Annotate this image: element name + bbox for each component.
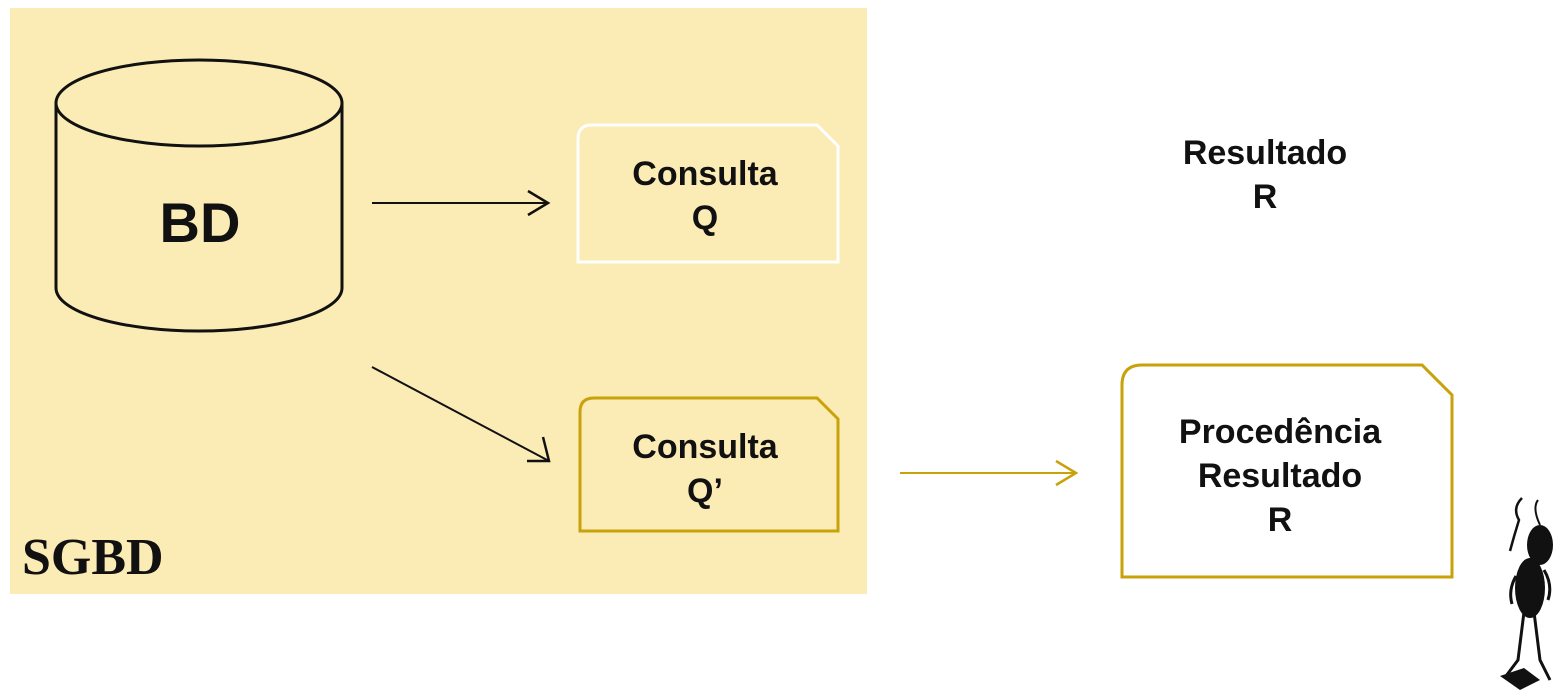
query-label: Consulta Q: [590, 152, 820, 240]
sgbd-label: SGBD: [22, 529, 164, 586]
arrow-bd-to-query: [372, 189, 551, 217]
arrow-bd-to-query-prime: [371, 366, 551, 463]
query-prime-label-line1: Consulta: [632, 428, 778, 466]
arrow-query-prime-to-provenance: [900, 459, 1079, 487]
query-label-line2: Q: [691, 199, 719, 237]
query-box: [576, 123, 840, 264]
query-prime-label-line2: Q’: [687, 472, 723, 510]
result-label: Resultado R: [1145, 131, 1385, 219]
provenance-label: Procedência Resultado R: [1130, 410, 1430, 542]
query-label-line1: Consulta: [632, 155, 778, 193]
query-prime-box: [578, 396, 840, 533]
ant-cartoon-icon: [1500, 497, 1553, 690]
query-prime-label: Consulta Q’: [590, 425, 820, 513]
provenance-box: [1120, 363, 1454, 579]
database-label: BD: [159, 191, 241, 254]
result-label-line1: Resultado: [1182, 134, 1348, 172]
result-label-line2: R: [1252, 178, 1278, 216]
database-cylinder-icon: [54, 58, 344, 333]
provenance-label-line1: Procedência: [1178, 413, 1382, 451]
provenance-label-line3: R: [1267, 501, 1293, 539]
provenance-label-line2: Resultado: [1197, 457, 1363, 495]
